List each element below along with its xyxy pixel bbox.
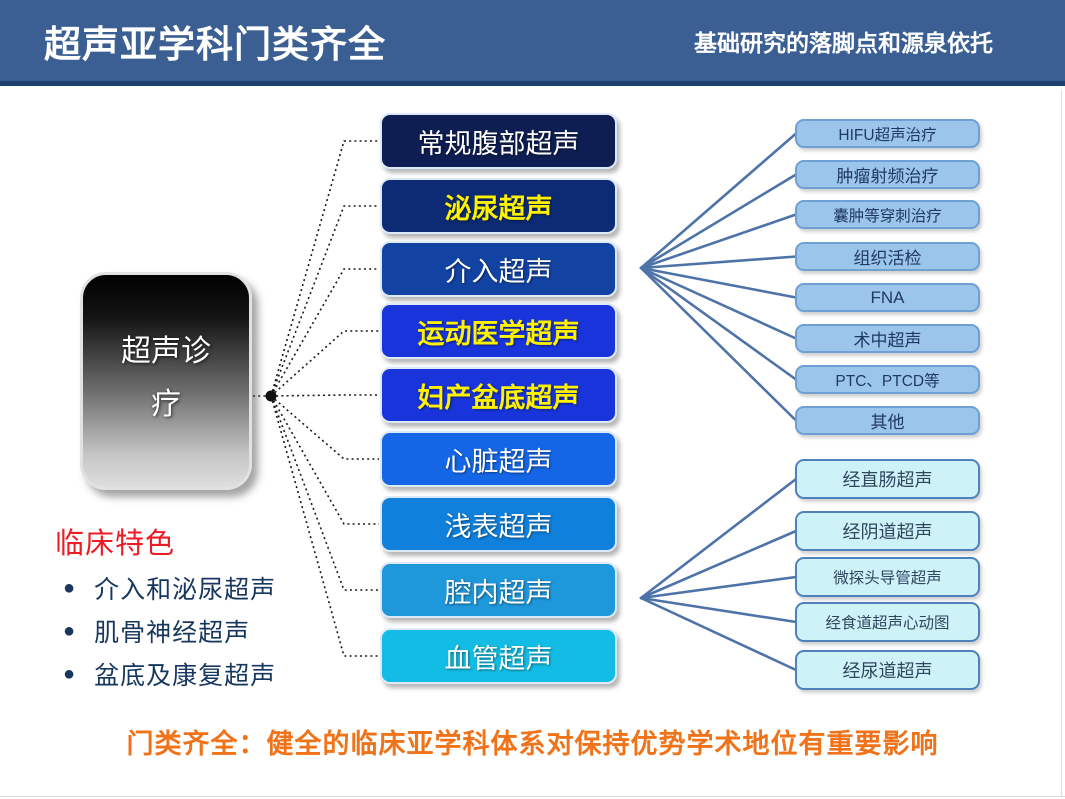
- clinical-feature-text: 盆底及康复超声: [94, 662, 277, 690]
- branch-connector: [639, 266, 798, 299]
- interventional-box-label: HIFU超声治疗: [838, 126, 937, 144]
- branch-connector: [639, 266, 798, 422]
- interventional-box: FNA: [795, 283, 980, 312]
- interventional-box-label: 肿瘤射频治疗: [836, 167, 939, 186]
- clinical-features-title: 临床特色: [55, 528, 176, 560]
- root-node-label: 超声诊疗: [121, 335, 211, 422]
- endocavitary-box-label: 微探头导管超声: [833, 570, 942, 587]
- footer-banner: 门类齐全：健全的临床亚学科体系对保持优势学术地位有重要影响: [126, 729, 939, 759]
- subspecialty-label: 血管超声: [444, 643, 553, 674]
- root-node-box: 超声诊疗: [80, 272, 252, 490]
- bullet-icon: ●: [63, 619, 77, 642]
- subspecialty-box: 泌尿超声: [380, 178, 617, 234]
- branch-connector: [639, 596, 798, 624]
- branch-connector: [639, 173, 798, 270]
- subspecialty-label: 妇产盆底超声: [417, 382, 580, 413]
- interventional-box: 囊肿等穿刺治疗: [795, 200, 980, 229]
- interventional-box: HIFU超声治疗: [795, 119, 980, 148]
- dotted-connector: [270, 394, 379, 397]
- dotted-connector: [270, 205, 379, 397]
- header-bar: 超声亚学科门类齐全 基础研究的落脚点和源泉依托: [0, 0, 1065, 86]
- interventional-box-label: 组织活检: [853, 249, 922, 268]
- dotted-connector: [270, 395, 379, 525]
- slide-subtitle: 基础研究的落脚点和源泉依托: [694, 29, 993, 56]
- fan-origin-dot: [265, 390, 277, 402]
- branch-connector: [639, 596, 798, 672]
- branch-connector: [639, 266, 798, 340]
- interventional-box-label: 囊肿等穿刺治疗: [833, 207, 942, 225]
- bullet-icon: ●: [63, 576, 77, 599]
- dotted-connector: [270, 395, 379, 657]
- subspecialty-label: 运动医学超声: [417, 318, 580, 349]
- endocavitary-box: 经尿道超声: [795, 650, 980, 690]
- slide-right-edge: [1061, 91, 1062, 796]
- endocavitary-box-label: 经阴道超声: [842, 522, 933, 542]
- interventional-box-label: PTC、PTCD等: [835, 372, 940, 390]
- subspecialty-label: 常规腹部超声: [417, 128, 580, 159]
- clinical-feature-text: 介入和泌尿超声: [94, 576, 277, 604]
- interventional-box: 组织活检: [795, 242, 980, 271]
- endocavitary-box: 经直肠超声: [795, 459, 980, 499]
- dotted-connector: [270, 268, 379, 397]
- branch-connector: [639, 266, 798, 381]
- endocavitary-box-label: 经尿道超声: [842, 661, 933, 681]
- interventional-box-label: FNA: [870, 287, 905, 307]
- dotted-connector: [270, 140, 379, 397]
- dotted-connector: [270, 395, 379, 591]
- subspecialty-label: 心脏超声: [444, 446, 553, 477]
- bullet-icon: ●: [63, 662, 77, 685]
- interventional-box: 其他: [795, 406, 980, 435]
- subspecialty-box: 运动医学超声: [380, 303, 617, 359]
- slide-bottom-edge: [0, 796, 1065, 797]
- interventional-box-label: 其他: [870, 413, 905, 432]
- branch-connector: [639, 132, 798, 270]
- subspecialty-label: 腔内超声: [444, 577, 553, 608]
- clinical-feature-item: ● 肌骨神经超声: [55, 613, 276, 649]
- endocavitary-box-label: 经食道超声心动图: [825, 615, 950, 632]
- slide-title: 超声亚学科门类齐全: [44, 23, 386, 65]
- branch-connector: [639, 255, 798, 270]
- interventional-box-label: 术中超声: [853, 331, 922, 350]
- subspecialty-box: 常规腹部超声: [380, 113, 617, 169]
- interventional-box: PTC、PTCD等: [795, 365, 980, 394]
- endocavitary-box: 经食道超声心动图: [795, 602, 980, 642]
- subspecialty-label: 浅表超声: [444, 511, 553, 542]
- interventional-box: 术中超声: [795, 324, 980, 353]
- branch-connector: [639, 213, 798, 270]
- subspecialty-box: 血管超声: [380, 628, 617, 684]
- clinical-feature-item: ● 盆底及康复超声: [55, 656, 276, 692]
- subspecialty-box: 浅表超声: [380, 496, 617, 552]
- branch-connector: [639, 477, 798, 600]
- subspecialty-box: 心脏超声: [380, 431, 617, 487]
- clinical-feature-text: 肌骨神经超声: [94, 619, 251, 647]
- endocavitary-box-label: 经直肠超声: [842, 470, 933, 490]
- endocavitary-box: 经阴道超声: [795, 511, 980, 551]
- subspecialty-box: 介入超声: [380, 241, 617, 297]
- interventional-box: 肿瘤射频治疗: [795, 160, 980, 189]
- dotted-connector: [270, 395, 379, 460]
- dotted-connector: [270, 330, 379, 397]
- subspecialty-label: 泌尿超声: [444, 193, 553, 224]
- clinical-features-items: ● 介入和泌尿超声 ● 肌骨神经超声 ● 盆底及康复超声: [55, 570, 276, 692]
- subspecialty-label: 介入超声: [444, 256, 553, 287]
- clinical-feature-item: ● 介入和泌尿超声: [55, 570, 276, 606]
- subspecialty-box: 腔内超声: [380, 562, 617, 618]
- subspecialty-box: 妇产盆底超声: [380, 367, 617, 423]
- endocavitary-box: 微探头导管超声: [795, 557, 980, 597]
- branch-connector: [639, 529, 798, 600]
- clinical-features: 临床特色 ● 介入和泌尿超声 ● 肌骨神经超声 ● 盆底及康复超声: [55, 520, 276, 692]
- branch-connector: [639, 575, 798, 600]
